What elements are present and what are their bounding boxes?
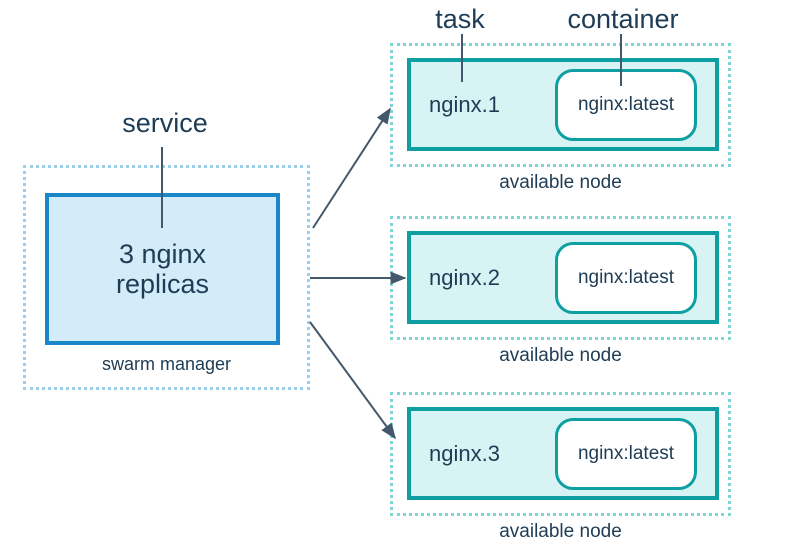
available-node-2-border: nginx.2 nginx:latest	[390, 216, 731, 340]
node-caption-2: available node	[499, 345, 622, 366]
service-to-node3-arrow	[309, 321, 396, 440]
available-node-2: nginx.2 nginx:latest available node	[390, 216, 731, 367]
task-box-3: nginx.3 nginx:latest	[407, 407, 719, 500]
task-annotation-label: task	[435, 4, 485, 34]
swarm-manager-caption: swarm manager	[101, 354, 232, 374]
service-box: 3 nginx replicas	[45, 193, 280, 345]
service-replicas-line1: 3 nginx	[118, 239, 207, 269]
node-caption-1: available node	[499, 172, 622, 193]
container-box-2: nginx:latest	[555, 241, 697, 314]
service-annotation-label: service	[122, 108, 208, 138]
service-to-node1-arrow	[312, 107, 391, 229]
container-annotation-label: container	[567, 4, 679, 34]
task-box-2: nginx.2 nginx:latest	[407, 231, 719, 324]
container-box-3: nginx:latest	[555, 417, 697, 490]
swarm-manager-box: 3 nginx replicas swarm manager	[23, 165, 310, 390]
available-node-1: nginx.1 nginx:latest available node	[390, 43, 731, 194]
service-replicas-line2: replicas	[115, 269, 210, 299]
task-name-3: nginx.3	[429, 440, 500, 466]
container-box-1: nginx:latest	[555, 68, 697, 141]
available-node-3: nginx.3 nginx:latest available node	[390, 392, 731, 543]
task-box-1: nginx.1 nginx:latest	[407, 58, 719, 151]
node-caption-3: available node	[499, 521, 622, 542]
task-name-1: nginx.1	[429, 91, 500, 117]
available-node-1-border: nginx.1 nginx:latest	[390, 43, 731, 167]
task-name-2: nginx.2	[429, 264, 500, 290]
available-node-3-border: nginx.3 nginx:latest	[390, 392, 731, 516]
